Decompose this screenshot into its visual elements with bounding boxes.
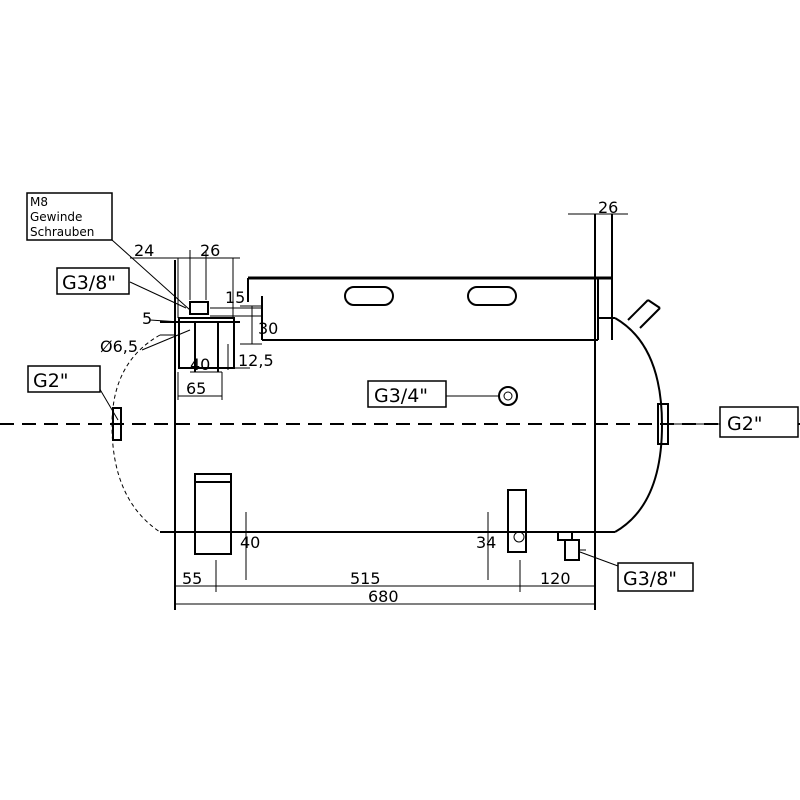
dim-30: 30: [258, 319, 278, 338]
callout-g2-right: G2": [719, 406, 799, 438]
bottom-drain: [557, 531, 586, 561]
foot-left: [194, 473, 232, 555]
callout-g34-center: G3/4": [367, 380, 447, 408]
label-g2-left: G2": [33, 370, 69, 392]
dim-26-top: 26: [200, 241, 220, 260]
dim-40-small: 40: [190, 355, 210, 374]
label-g38-bottom: G3/8": [623, 568, 677, 590]
thread-note-line3: Schrauben: [30, 225, 94, 239]
fitting-g34: [446, 386, 518, 406]
label-g34-center: G3/4": [374, 385, 428, 407]
slot-hole-right: [467, 286, 517, 306]
dim-65: 65: [186, 379, 206, 398]
foot-right: [507, 489, 527, 553]
callout-g38-top: G3/8": [56, 267, 130, 295]
callout-g2-left: G2": [27, 365, 101, 393]
thread-note-line1: M8: [30, 195, 48, 209]
dimension-lines: [130, 213, 628, 605]
dim-5: 5: [142, 309, 152, 328]
label-g2-right: G2": [727, 413, 763, 435]
dim-680: 680: [368, 587, 399, 606]
dim-40-leg: 40: [240, 533, 260, 552]
dim-12-5: 12,5: [238, 351, 274, 370]
dim-55: 55: [182, 569, 202, 588]
mounting-plate: [247, 213, 613, 341]
dimension-labels: 26 24 26 15 5 30 Ø6,5 12,5 40 65 40 34 5…: [100, 198, 618, 606]
callout-g38-bottom: G3/8": [617, 562, 694, 592]
dim-15: 15: [225, 288, 245, 307]
pipe-stub-top-right: [627, 299, 661, 329]
dim-26-right: 26: [598, 198, 618, 217]
dim-515: 515: [350, 569, 381, 588]
callout-thread-note: M8 Gewinde Schrauben: [26, 192, 113, 241]
dim-24: 24: [134, 241, 154, 260]
slot-hole-left: [344, 286, 394, 306]
thread-note-line2: Gewinde: [30, 210, 82, 224]
nozzle-left: [112, 407, 122, 441]
dim-120: 120: [540, 569, 571, 588]
dim-34: 34: [476, 533, 496, 552]
label-g38-top: G3/8": [62, 272, 116, 294]
leader-lines: [97, 239, 720, 567]
dim-dia-6-5: Ø6,5: [100, 337, 138, 356]
